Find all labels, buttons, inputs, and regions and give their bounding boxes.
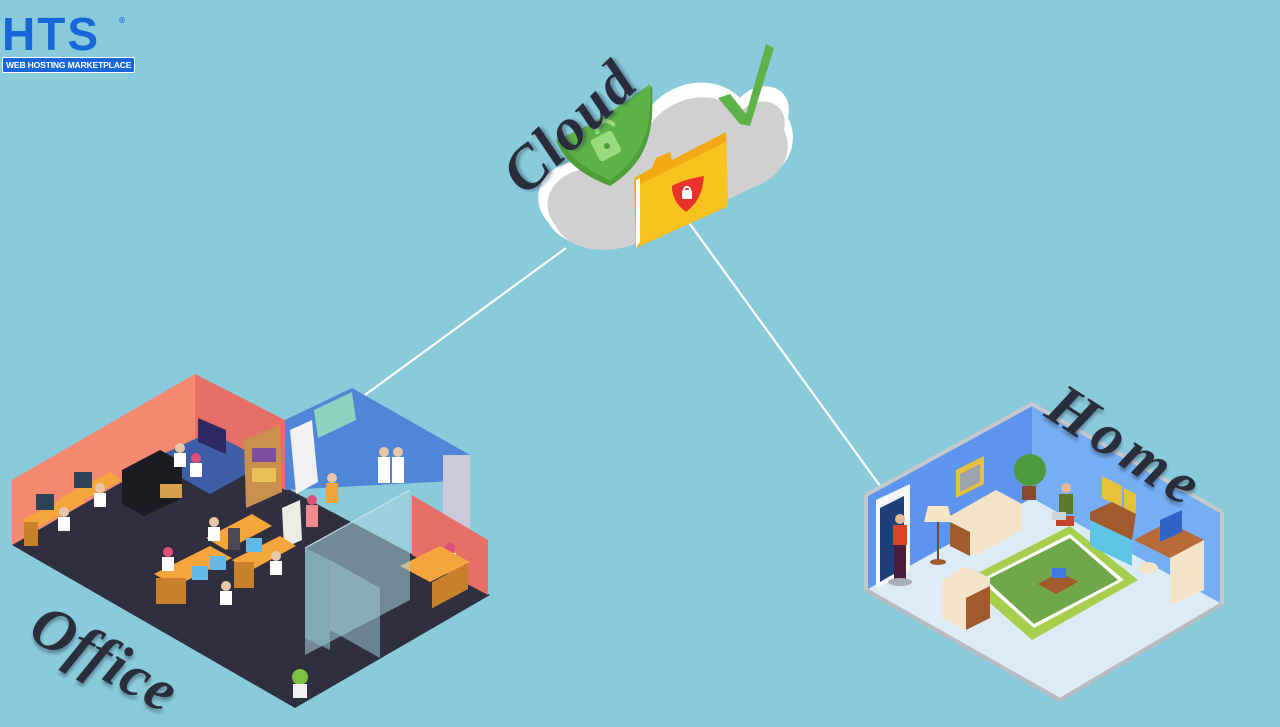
registered-mark: ® [119,16,125,25]
connection-line-home [686,219,884,491]
home-illustration [864,401,1224,703]
logo-tagline: WEB HOSTING MARKETPLACE [2,57,136,73]
hts-logo[interactable]: HTS ® WEB HOSTING MARKETPLACE [2,8,136,73]
shield-lock-icon [556,84,653,186]
folder-lock-icon [634,132,728,248]
check-icon [718,44,774,126]
connection-line-office [364,247,567,396]
logo-wordmark: HTS [2,8,100,60]
office-illustration [12,374,490,708]
